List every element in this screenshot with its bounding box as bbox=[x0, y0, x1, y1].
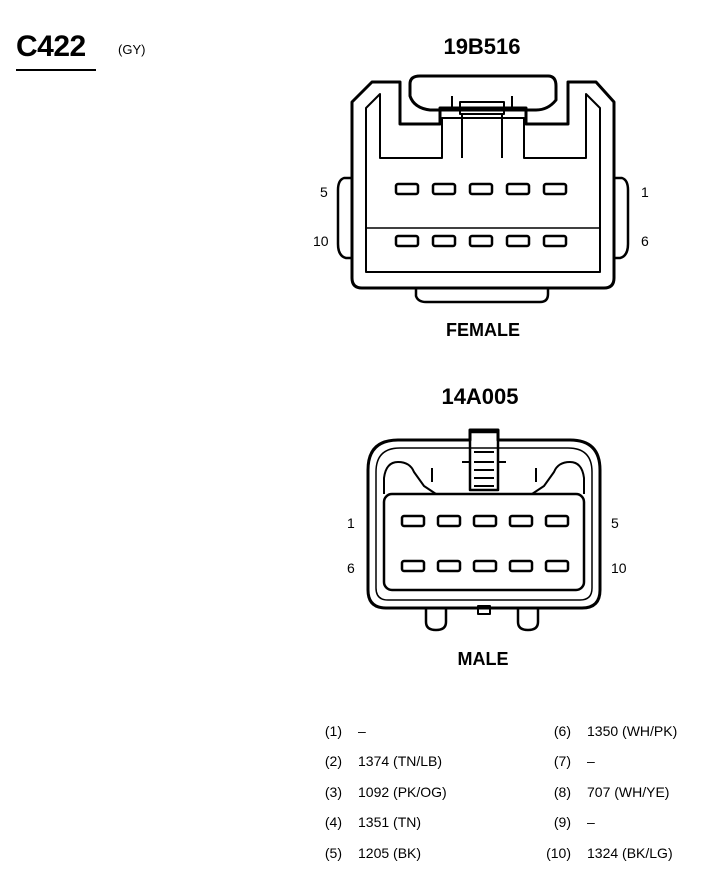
pin-wire: 1205 (BK) bbox=[358, 845, 422, 861]
male-part-number: 14A005 bbox=[441, 384, 519, 409]
pin-number: (1) bbox=[324, 723, 342, 739]
female-pin-label-top-left: 5 bbox=[320, 184, 328, 200]
pin-number: (9) bbox=[553, 814, 571, 830]
pin-number: (7) bbox=[553, 753, 571, 769]
pin-number: (5) bbox=[324, 845, 342, 861]
female-pin-label-top-right: 1 bbox=[641, 184, 649, 200]
connector-id: C422 bbox=[16, 30, 86, 63]
pin-wire: 707 (WH/YE) bbox=[587, 784, 670, 800]
pin-wire: 1350 (WH/PK) bbox=[587, 723, 678, 739]
pin-wire: 1092 (PK/OG) bbox=[358, 784, 447, 800]
pin-number: (4) bbox=[324, 814, 342, 830]
male-pin-label-bottom-left: 6 bbox=[347, 560, 355, 576]
female-pin-label-bottom-left: 10 bbox=[313, 233, 329, 249]
pin-wire: 1374 (TN/LB) bbox=[358, 753, 443, 769]
pin-number: (2) bbox=[324, 753, 342, 769]
male-pin-label-top-left: 1 bbox=[347, 515, 355, 531]
pin-number: (8) bbox=[553, 784, 571, 800]
pin-number: (3) bbox=[324, 784, 342, 800]
female-part-number: 19B516 bbox=[443, 34, 521, 59]
female-pin-label-bottom-right: 6 bbox=[641, 233, 649, 249]
male-pin-label-top-right: 5 bbox=[611, 515, 619, 531]
pin-wire: – bbox=[587, 814, 595, 830]
connector-color: (GY) bbox=[118, 42, 146, 57]
pin-number: (10) bbox=[546, 845, 571, 861]
female-label: FEMALE bbox=[446, 320, 520, 340]
connector-id-underline bbox=[16, 69, 96, 71]
pin-wire: 1351 (TN) bbox=[358, 814, 422, 830]
pin-wire: 1324 (BK/LG) bbox=[587, 845, 673, 861]
male-label: MALE bbox=[457, 649, 509, 669]
pin-wire: – bbox=[587, 753, 595, 769]
pin-number: (6) bbox=[553, 723, 571, 739]
pin-wire: – bbox=[358, 723, 366, 739]
male-pin-label-bottom-right: 10 bbox=[611, 560, 627, 576]
